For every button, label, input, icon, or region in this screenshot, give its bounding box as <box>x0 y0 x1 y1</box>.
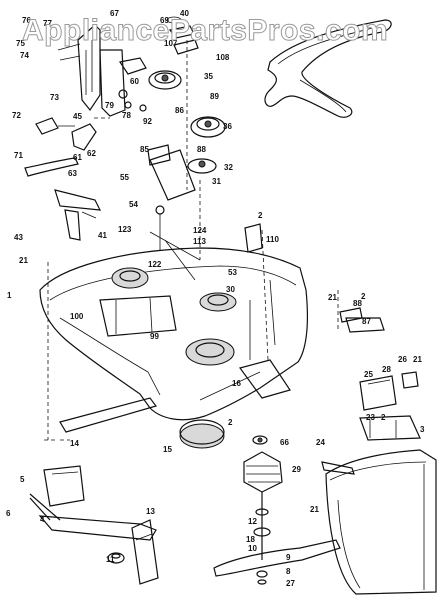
part-label-74: 74 <box>20 51 29 60</box>
part-label-85: 85 <box>140 145 149 154</box>
part-label-16: 16 <box>232 379 241 388</box>
part-label-88: 88 <box>197 145 206 154</box>
lower-left-brackets <box>29 465 159 585</box>
part-label-110: 110 <box>266 235 279 244</box>
part-label-24: 24 <box>316 438 325 447</box>
part-label-55: 55 <box>120 173 129 182</box>
part-label-3: 3 <box>420 425 425 434</box>
part-label-29: 29 <box>292 465 301 474</box>
part-label-92: 92 <box>143 117 152 126</box>
part-label-113: 113 <box>193 237 206 246</box>
part-label-41: 41 <box>98 231 107 240</box>
part-label-53: 53 <box>228 268 237 277</box>
part-label-60: 60 <box>130 77 139 86</box>
part-label-63: 63 <box>68 169 77 178</box>
part-label-25: 25 <box>364 370 373 379</box>
hardware-leader-lines <box>44 117 269 441</box>
part-label-108: 108 <box>216 53 230 62</box>
part-label-54: 54 <box>129 200 138 209</box>
drive-belt <box>264 19 392 118</box>
part-label-67: 67 <box>110 9 119 18</box>
part-label-27: 27 <box>286 579 295 588</box>
part-label-18: 18 <box>246 535 255 544</box>
part-label-61: 61 <box>73 153 82 162</box>
part-label-9: 9 <box>286 553 291 562</box>
part-label-99: 99 <box>150 332 159 341</box>
part-label-1: 1 <box>7 291 12 300</box>
part-label-23: 23 <box>366 413 375 422</box>
part-label-2: 2 <box>258 211 263 220</box>
blade-parts <box>38 397 355 577</box>
part-label-15: 15 <box>163 445 172 454</box>
part-label-86: 86 <box>175 106 184 115</box>
part-label-73: 73 <box>50 93 59 102</box>
part-label-100: 100 <box>70 312 84 321</box>
part-label-36: 36 <box>223 122 232 131</box>
part-label-21: 21 <box>328 293 337 302</box>
part-label-11: 11 <box>106 555 115 564</box>
part-label-124: 124 <box>193 226 207 235</box>
part-label-5: 5 <box>20 475 25 484</box>
part-label-107: 107 <box>164 39 178 48</box>
part-label-26: 26 <box>398 355 407 364</box>
part-label-35: 35 <box>204 72 213 81</box>
part-label-10: 10 <box>248 544 257 553</box>
part-label-21: 21 <box>310 505 319 514</box>
part-label-66: 66 <box>280 438 289 447</box>
part-label-75: 75 <box>16 39 25 48</box>
part-label-13: 13 <box>146 507 155 516</box>
part-label-122: 122 <box>148 260 162 269</box>
pulley-assembly-upper <box>148 16 226 260</box>
right-bracket-assembly <box>337 290 421 441</box>
part-label-87: 87 <box>362 317 371 326</box>
part-label-76: 76 <box>22 16 31 25</box>
part-label-79: 79 <box>105 101 114 110</box>
part-label-14: 14 <box>70 439 79 448</box>
watermark-text: AppliancePartsPros.com <box>21 14 389 48</box>
part-label-12: 12 <box>248 517 257 526</box>
center-linkage-assembly <box>147 144 263 281</box>
part-label-2: 2 <box>381 413 386 422</box>
part-label-45: 45 <box>73 112 82 121</box>
part-label-69: 69 <box>160 16 169 25</box>
part-label-72: 72 <box>12 111 21 120</box>
part-label-40: 40 <box>180 9 189 18</box>
part-label-32: 32 <box>224 163 233 172</box>
upper-linkage-assembly <box>57 24 147 117</box>
part-label-6: 6 <box>6 509 11 518</box>
part-label-8: 8 <box>286 567 291 576</box>
part-label-31: 31 <box>212 177 221 186</box>
part-label-88: 88 <box>353 299 362 308</box>
part-label-89: 89 <box>210 92 219 101</box>
part-label-28: 28 <box>382 365 391 374</box>
part-label-78: 78 <box>122 111 131 120</box>
spindle-stack <box>179 419 283 585</box>
part-label-21: 21 <box>19 256 28 265</box>
part-label-77: 77 <box>43 19 52 28</box>
left-lever-assembly <box>24 117 102 241</box>
part-label-71: 71 <box>14 151 23 160</box>
part-label-2: 2 <box>361 292 366 301</box>
grass-chute <box>325 449 437 595</box>
part-label-30: 30 <box>226 285 235 294</box>
part-label-43: 43 <box>14 233 23 242</box>
part-label-21: 21 <box>413 355 422 364</box>
mower-deck-housing <box>39 247 309 421</box>
part-label-2: 2 <box>228 418 233 427</box>
part-label-4: 4 <box>40 515 45 524</box>
part-label-62: 62 <box>87 149 96 158</box>
part-label-123: 123 <box>118 225 132 234</box>
